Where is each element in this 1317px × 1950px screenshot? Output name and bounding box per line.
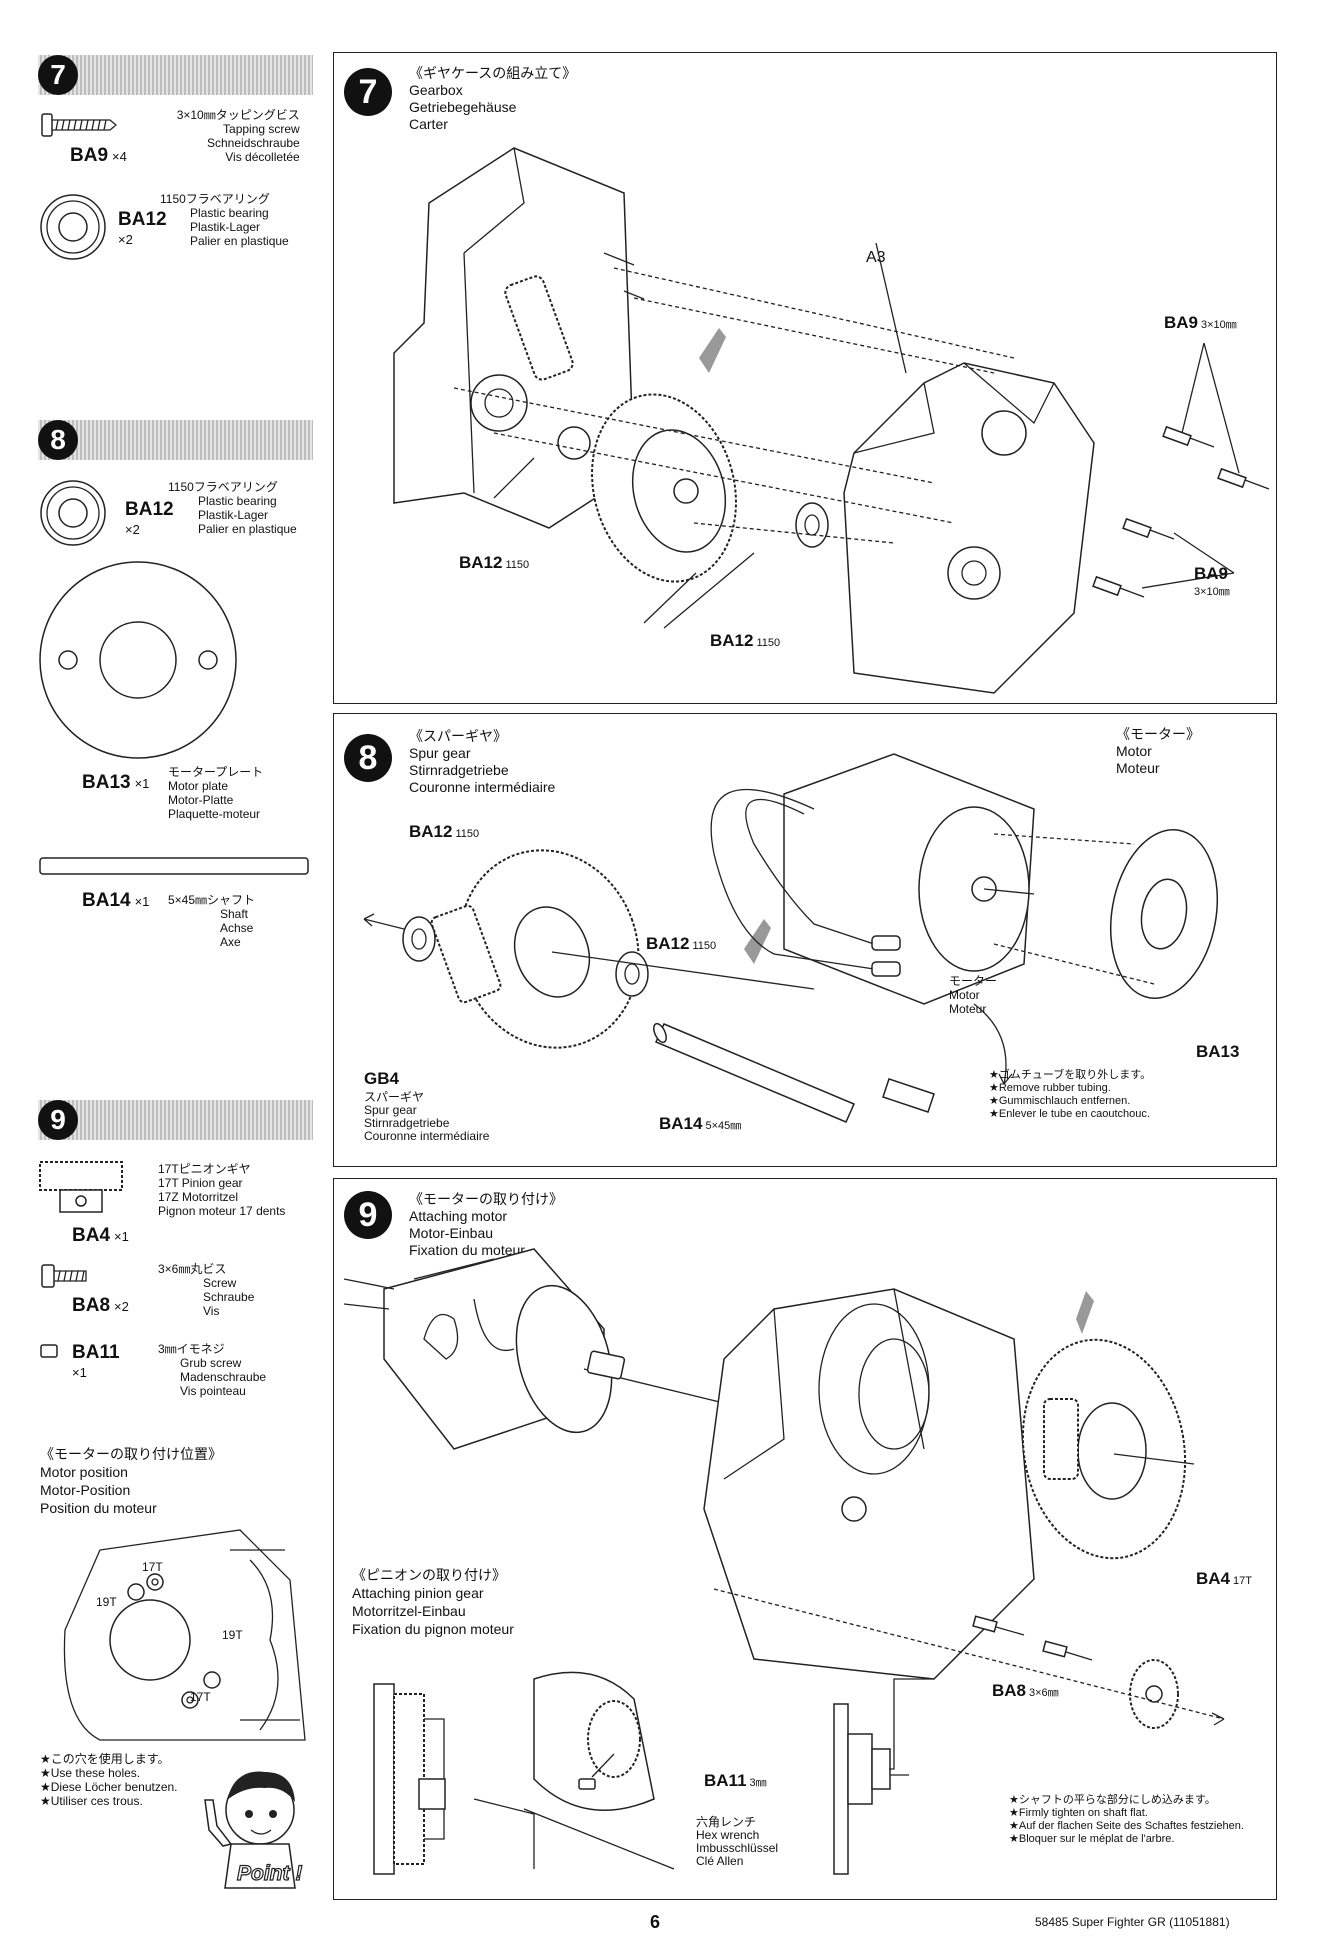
panel9-hex-wrench-desc: 六角レンチ Hex wrench Imbusschlüssel Clé Alle… [696,1815,779,1868]
ba9-desc: 3×10㎜タッピングビス Tapping screw Schneidschrau… [176,108,300,164]
hole-label-17t-top: 17T [142,1560,163,1574]
panel8-motor-desc: モーター Motor Moteur [949,974,998,1016]
panel9-shaft-flat-note: ★シャフトの平らな部分にしめ込みます。 ★Firmly tighten on s… [1009,1794,1244,1845]
panel7-step-number: 7 [344,68,392,116]
panel8-gb4-desc: スパーギヤ Spur gear Stirnradgetriebe Couronn… [364,1090,490,1143]
motor-plate-icon [39,561,237,759]
ba9-code: BA9×4 [70,145,127,166]
ba12-desc-step8: 1150フラベアリング Plastic bearing Plastik-Lage… [168,480,297,536]
panel7-title: 《ギヤケースの組み立て》 Gearbox Getriebegehäuse Car… [409,65,577,132]
plastic-bearing-icon [40,194,106,260]
panel-step8: 8 《スパーギヤ》 Spur gear Stirnradgetriebe Cou… [333,713,1277,1167]
motor-position-title: 《モーターの取り付け位置》 Motor position Motor-Posit… [40,1446,222,1516]
gearbox-exploded-diagram [393,147,1270,694]
pinion-gear-icon [39,1161,123,1213]
ba12-code-step8: BA12×2 [125,499,174,538]
panel8-label-gb4: GB4 [364,1069,399,1088]
ba14-desc: 5×45㎜シャフト Shaft Achse Axe [168,893,256,949]
use-holes-note: ★この穴を使用します。 ★Use these holes. ★Diese Löc… [40,1752,178,1808]
shaft-icon [39,857,309,875]
panel8-label-ba13: BA13 [1196,1042,1240,1061]
model-number: 58485 Super Fighter GR (11051881) [1035,1915,1230,1929]
hole-label-19t-right: 19T [222,1628,243,1642]
ba12-code-step7: BA12×2 [118,209,167,248]
ba12-desc-step7: 1150フラベアリング Plastic bearing Plastik-Lage… [160,192,289,248]
panel-step9: 9 《モーターの取り付け》 Attaching motor Motor-Einb… [333,1178,1277,1900]
panel-step7: 7 《ギヤケースの組み立て》 Gearbox Getriebegehäuse C… [333,52,1277,704]
plastic-bearing-icon [40,480,106,546]
panel8-motor-title: 《モーター》 Motor Moteur [1116,726,1200,776]
step8-header-bar [38,420,313,460]
panel7-label-a3: A3 [866,249,886,266]
ba4-code: BA4×1 [72,1225,129,1246]
sidebar-step8-number: 8 [38,420,78,460]
point-label: Point ! [236,1861,303,1885]
motor-position-diagram [63,1529,306,1741]
hole-label-19t-left: 19T [96,1595,117,1609]
ba14-code: BA14×1 [82,890,150,911]
ba13-desc: モータープレート Motor plate Motor-Platte Plaque… [168,765,264,821]
screw-icon [41,1264,87,1288]
panel8-title: 《スパーギヤ》 Spur gear Stirnradgetriebe Couro… [409,728,556,795]
ba13-code: BA13×1 [82,772,150,793]
mascot-boy-icon [204,1771,296,1889]
hole-label-17t-bottom: 17T [190,1690,211,1704]
ba4-desc: 17Tピニオンギヤ 17T Pinion gear 17Z Motorritze… [158,1162,286,1218]
page-number: 6 [650,1912,661,1932]
step7-header-bar [38,55,313,95]
panel8-step-number: 8 [344,734,392,782]
grub-screw-icon [40,1344,58,1358]
panel9-step-number: 9 [344,1191,392,1239]
ba11-desc: 3㎜イモネジ Grub screw Madenschraube Vis poin… [158,1342,267,1398]
ba11-code: BA11×1 [72,1342,120,1381]
spur-gear-motor-diagram [363,753,1219,1123]
tapping-screw-icon [41,113,118,137]
motor-mount-diagram [343,1248,1225,1875]
panel9-pinion-title: 《ピニオンの取り付け》 Attaching pinion gear Motorr… [352,1567,514,1637]
step9-header-bar [38,1100,313,1140]
sidebar-step9-number: 9 [38,1100,78,1140]
panel9-title: 《モーターの取り付け》 Attaching motor Motor-Einbau… [409,1191,563,1258]
ba8-code: BA8×2 [72,1295,129,1316]
ba8-desc: 3×6㎜丸ビス Screw Schraube Vis [158,1262,255,1318]
panel8-tube-note: ★ゴムチューブを取り外します。 ★Remove rubber tubing. ★… [989,1069,1152,1120]
sidebar-step7-number: 7 [38,55,78,95]
